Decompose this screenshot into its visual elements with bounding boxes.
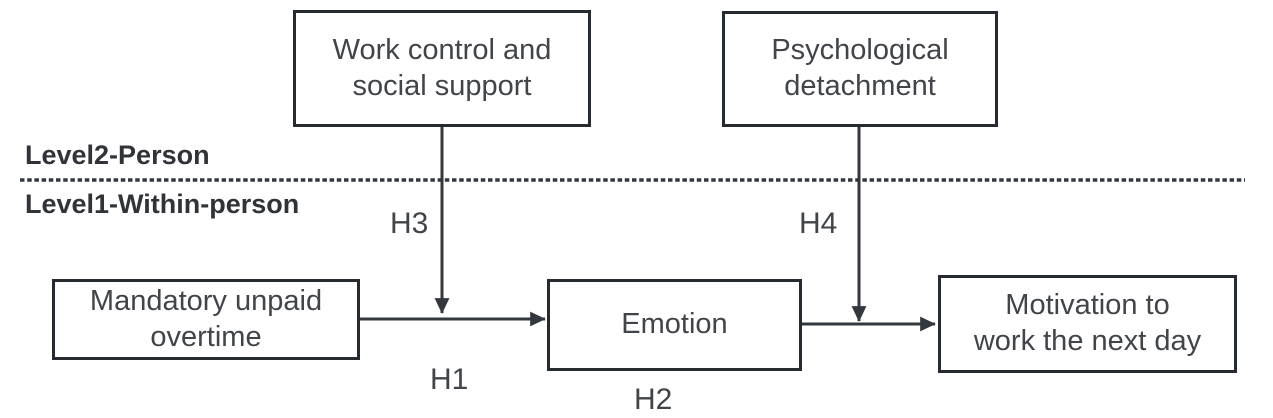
- box-mandatory-line1: Mandatory unpaid: [89, 284, 323, 317]
- h4-label: H4: [799, 207, 838, 240]
- h2-label: H2: [634, 383, 673, 416]
- box-psychological-line1: Psychological: [771, 34, 949, 67]
- box-psychological-detachment: Psychological detachment: [722, 11, 998, 127]
- h1-label: H1: [430, 363, 469, 396]
- box-motivation-next-day: Motivation to work the next day: [938, 275, 1237, 373]
- box-mandatory-line2: overtime: [150, 320, 262, 353]
- level2-person-label: Level2-Person: [25, 140, 210, 170]
- box-psychological-line2: detachment: [784, 70, 936, 102]
- box-motivation-line2: work the next day: [973, 325, 1202, 357]
- box-work-control-line1: Work control and: [332, 33, 552, 66]
- box-work-control-social-support: Work control and social support: [293, 10, 591, 127]
- level1-within-person-label: Level1-Within-person: [25, 189, 300, 219]
- box-emotion-line1: Emotion: [621, 308, 728, 341]
- box-work-control-line2: social support: [352, 69, 532, 102]
- box-mandatory-unpaid-overtime: Mandatory unpaid overtime: [52, 279, 360, 360]
- box-emotion: Emotion: [547, 279, 802, 371]
- box-motivation-line1: Motivation to: [1005, 289, 1170, 322]
- h3-label: H3: [390, 207, 429, 240]
